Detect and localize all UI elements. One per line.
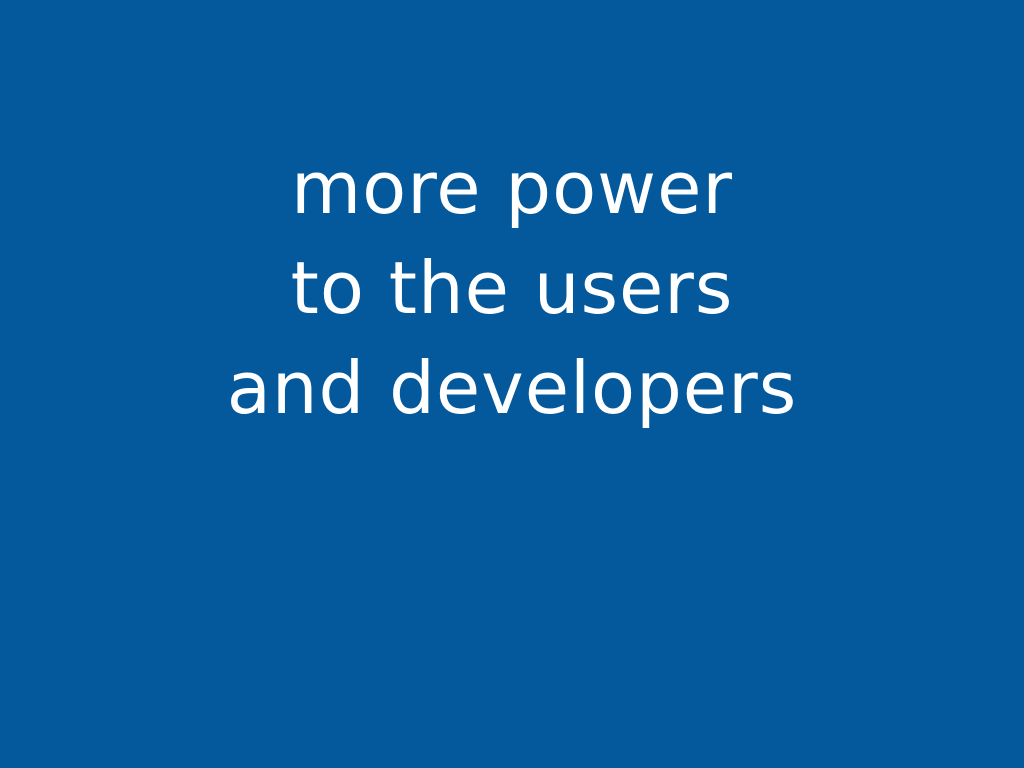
slide-heading: more power to the users and developers (0, 138, 1024, 438)
heading-line-3: and developers (226, 346, 798, 430)
heading-line-1: more power (291, 146, 733, 230)
heading-line-2: to the users (290, 246, 734, 330)
